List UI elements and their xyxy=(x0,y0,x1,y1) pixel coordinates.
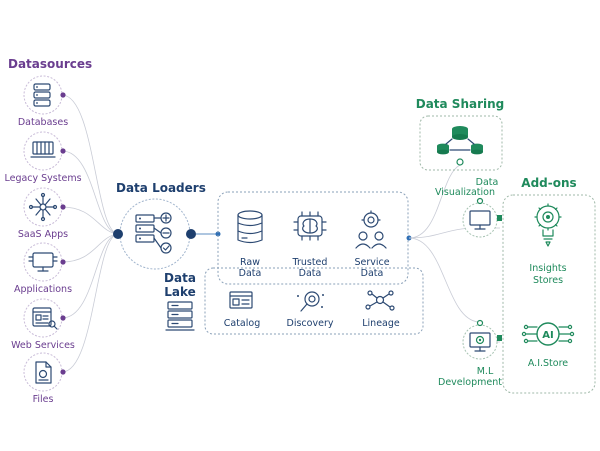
sharing-title: Data Sharing xyxy=(416,97,505,111)
web-window-icon xyxy=(32,307,58,330)
datasource-label: Web Services xyxy=(11,340,75,351)
addon-insights-stores[interactable]: Insights Stores xyxy=(529,203,567,286)
gear-bulb-icon xyxy=(534,203,562,247)
stage-label-line2: Data xyxy=(239,268,262,279)
addon-label: A.I.Store xyxy=(528,358,568,369)
connector-dot xyxy=(60,204,66,210)
ai-badge-text: AI xyxy=(542,330,553,341)
shared-databases-icon xyxy=(437,126,483,155)
stage-trusted-data[interactable]: Trusted Data xyxy=(292,211,328,279)
stage-raw-data[interactable]: Raw Data xyxy=(237,210,263,279)
tool-catalog[interactable]: Catalog xyxy=(224,291,260,329)
loader-controls-icon xyxy=(135,212,172,254)
brain-chip-icon xyxy=(293,211,327,241)
datasource-label: Applications xyxy=(14,284,72,295)
data-lake-tools-box xyxy=(204,267,424,335)
addon-label-line2: Stores xyxy=(533,275,563,286)
monitor-chip-icon xyxy=(28,252,58,272)
stage-label-line1: Service xyxy=(354,257,389,268)
tool-lineage[interactable]: Lineage xyxy=(362,290,400,329)
stage-label-line2: Data xyxy=(299,268,322,279)
datasource-label: Legacy Systems xyxy=(4,173,81,184)
source-connectors xyxy=(61,94,119,373)
connector-dot xyxy=(476,197,484,205)
ml-label-line2: Development xyxy=(438,377,502,388)
network-hub-icon xyxy=(28,192,58,222)
people-target-icon xyxy=(355,210,387,249)
magnifier-icon xyxy=(297,291,324,312)
stage-service-data[interactable]: Service Data xyxy=(354,210,390,279)
loaders-title: Data Loaders xyxy=(116,181,206,195)
addons-title: Add-ons xyxy=(521,176,576,190)
data-sharing-node[interactable] xyxy=(419,115,503,171)
ml-development-node[interactable] xyxy=(462,319,502,360)
tool-label: Catalog xyxy=(224,318,260,329)
ai-chip-icon xyxy=(521,322,575,346)
datasource-files[interactable]: Files xyxy=(23,352,66,405)
connector-port xyxy=(497,215,502,221)
lake-server-icon xyxy=(165,301,195,331)
tool-label: Discovery xyxy=(287,318,334,329)
monitor-icon xyxy=(469,210,491,230)
connector-dot xyxy=(186,229,196,239)
datasource-label: Databases xyxy=(18,117,68,128)
visualization-label-line1: Data xyxy=(476,177,499,188)
datasource-databases[interactable]: Databases xyxy=(18,75,68,128)
connector-dot xyxy=(60,369,66,375)
connector-dot xyxy=(60,148,66,154)
datasources-title: Datasources xyxy=(8,57,92,71)
connector-dot xyxy=(60,259,66,265)
database-icon xyxy=(237,210,263,244)
stage-label-line1: Trusted xyxy=(292,257,328,268)
database-icon xyxy=(33,83,51,107)
tool-discovery[interactable]: Discovery xyxy=(287,291,334,329)
server-rack-icon xyxy=(30,141,56,158)
datasource-label: Files xyxy=(33,394,54,405)
datasource-legacy-systems[interactable]: Legacy Systems xyxy=(4,131,82,184)
tool-label: Lineage xyxy=(362,318,400,329)
connector-dot xyxy=(60,315,66,321)
addon-label-line1: Insights xyxy=(529,263,566,274)
ml-label-line1: M.L xyxy=(477,366,494,377)
addon-ai-store[interactable]: AI A.I.Store xyxy=(521,322,575,369)
data-visualization-node[interactable] xyxy=(462,197,502,238)
monitor-gear-icon xyxy=(469,332,491,352)
connector-dot xyxy=(456,158,464,166)
datasource-applications[interactable]: Applications xyxy=(14,242,72,295)
connector-dot xyxy=(476,319,484,327)
datasource-saas-apps[interactable]: SaaS Apps xyxy=(18,187,68,240)
datasource-label: SaaS Apps xyxy=(18,229,68,240)
stage-label-line2: Data xyxy=(361,268,384,279)
lineage-network-icon xyxy=(365,290,395,311)
connector-port xyxy=(497,335,502,341)
datasource-web-services[interactable]: Web Services xyxy=(11,298,75,351)
connector-dot xyxy=(60,92,66,98)
lake-title-line1: Data xyxy=(164,271,196,285)
visualization-label-line2: Visualization xyxy=(435,187,495,198)
addons-box xyxy=(502,194,596,394)
stage-label-line1: Raw xyxy=(240,257,260,268)
data-loaders-node[interactable] xyxy=(113,198,196,270)
file-icon xyxy=(35,361,52,384)
connector-dot xyxy=(113,229,123,239)
lake-title-line2: Lake xyxy=(164,285,196,299)
catalog-window-icon xyxy=(229,291,253,309)
